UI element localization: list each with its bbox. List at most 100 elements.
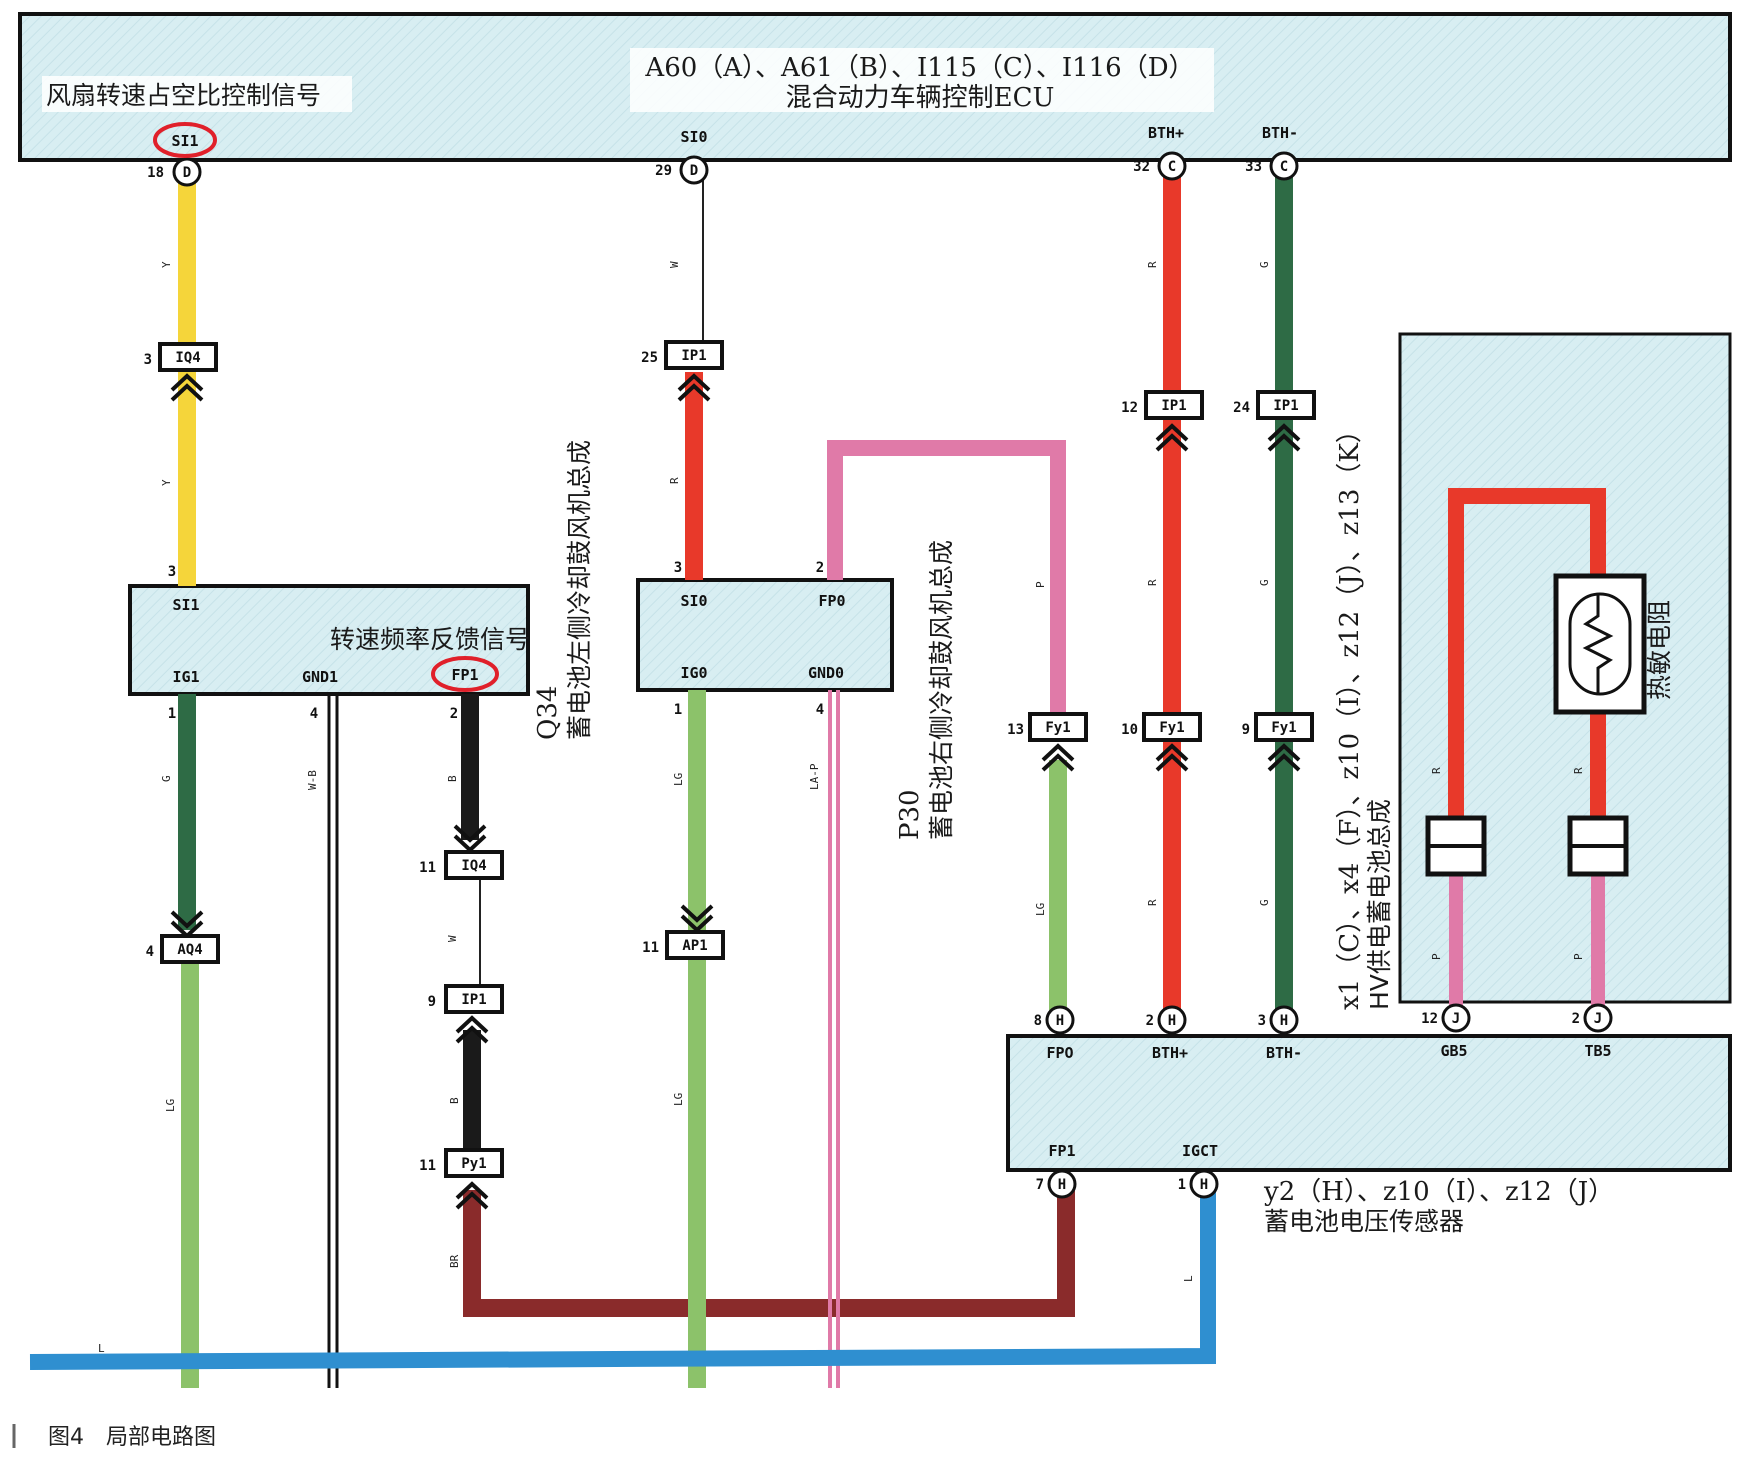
svg-text:IP1: IP1 <box>1161 398 1186 414</box>
pin-circle-ecu-si1 <box>172 157 202 187</box>
svg-text:BTH+: BTH+ <box>1152 1044 1188 1062</box>
svg-text:Y: Y <box>160 479 173 486</box>
svg-text:FPO: FPO <box>1046 1044 1073 1062</box>
svg-text:IQ4: IQ4 <box>461 858 486 874</box>
svg-text:1: 1 <box>168 706 176 722</box>
svg-text:L: L <box>1182 1275 1195 1282</box>
highlight-fp1 <box>431 656 499 692</box>
svg-text:P: P <box>1430 953 1443 960</box>
svg-text:GND0: GND0 <box>808 664 844 682</box>
figure-caption: 图4 局部电路图 <box>48 1425 216 1450</box>
svg-text:H: H <box>1168 1013 1176 1029</box>
svg-text:W: W <box>668 261 681 268</box>
pin-circle-ecu-bthp <box>1157 151 1187 181</box>
ecu-pinnum-bthp: 32 <box>1133 159 1150 175</box>
svg-text:4: 4 <box>146 944 154 960</box>
connector-fy1-fp0 <box>1028 712 1088 772</box>
wire-fp0-pink <box>827 440 1066 712</box>
svg-text:LG: LG <box>672 1093 685 1106</box>
svg-text:G: G <box>1258 579 1271 586</box>
svg-text:4: 4 <box>310 706 318 722</box>
ecu-pin-bthm: BTH- <box>1262 124 1298 142</box>
svg-text:2: 2 <box>1146 1013 1154 1029</box>
svg-text:3: 3 <box>144 352 152 368</box>
wire-br-brown <box>463 1186 1075 1317</box>
svg-text:IQ4: IQ4 <box>175 350 200 366</box>
svg-text:Y: Y <box>160 261 173 268</box>
pin-circle-ecu-si0 <box>679 155 709 185</box>
svg-text:3: 3 <box>168 564 176 580</box>
connector-ip1-fp1 <box>444 984 504 1044</box>
svg-text:SI1: SI1 <box>172 596 199 614</box>
svg-text:G: G <box>160 775 173 782</box>
svg-text:FP1: FP1 <box>1048 1142 1075 1160</box>
ecu-pin-si1: SI1 <box>171 132 198 150</box>
connector-ip1-si0 <box>664 340 724 402</box>
svg-text:R: R <box>1146 899 1159 906</box>
svg-text:12: 12 <box>1121 400 1138 416</box>
connector-fy1-bthp <box>1142 712 1202 772</box>
sensor-box <box>1006 1034 1732 1172</box>
svg-text:J: J <box>1452 1011 1460 1027</box>
svg-text:SI0: SI0 <box>680 592 707 610</box>
svg-text:蓄电池右侧冷却鼓风机总成: 蓄电池右侧冷却鼓风机总成 <box>927 540 956 840</box>
wire-therm-red-loop <box>1448 488 1606 836</box>
svg-text:R: R <box>1146 261 1159 268</box>
wire-l-blue <box>29 1192 1216 1370</box>
svg-text:HV供电蓄电池总成: HV供电蓄电池总成 <box>1365 799 1394 1010</box>
pin-circle-sensor-gb5 <box>1441 1003 1471 1033</box>
svg-text:3: 3 <box>674 560 682 576</box>
svg-text:G: G <box>1258 899 1271 906</box>
ecu-pinnum-si0: 29 <box>655 163 672 179</box>
svg-text:P: P <box>1572 953 1585 960</box>
hv-battery-title: x1（C）、x4（F）、z10（I）、z12（J）、z13（K） HV供电蓄电池… <box>1335 417 1394 1010</box>
svg-text:J: J <box>1594 1011 1602 1027</box>
svg-text:D: D <box>183 165 191 181</box>
svg-text:LA-P: LA-P <box>808 763 821 790</box>
svg-text:D: D <box>690 163 698 179</box>
svg-text:GB5: GB5 <box>1440 1042 1467 1060</box>
battery-plug-tb5 <box>1567 815 1629 877</box>
svg-text:9: 9 <box>428 994 436 1010</box>
svg-text:7: 7 <box>1036 1177 1044 1193</box>
wires <box>29 176 1606 1388</box>
pin-circle-ecu-bthm <box>1269 151 1299 181</box>
svg-text:12: 12 <box>1421 1011 1438 1027</box>
ecu-title-line2: 混合动力车辆控制ECU <box>786 83 1055 113</box>
svg-text:TB5: TB5 <box>1584 1042 1611 1060</box>
q34-blower-box <box>128 584 530 696</box>
battery-plug-gb5 <box>1425 815 1487 877</box>
connector-fy1-bthm <box>1254 712 1314 772</box>
svg-text:H: H <box>1200 1177 1208 1193</box>
svg-text:3: 3 <box>1258 1013 1266 1029</box>
wire-color-labels: Y Y G LG W-B B W B BR W R LG LG LA-P P L… <box>98 261 1585 1355</box>
svg-text:GND1: GND1 <box>302 668 338 686</box>
pin-circles <box>172 151 1613 1199</box>
connector-aq4 <box>160 910 220 964</box>
p30-blower-box <box>636 578 894 692</box>
svg-text:13: 13 <box>1007 722 1024 738</box>
sensor-labels: FPO BTH+ BTH- GB5 TB5 FP1 IGCT 8 2 3 12 … <box>1034 1011 1612 1193</box>
svg-text:Fy1: Fy1 <box>1271 720 1296 736</box>
svg-text:9: 9 <box>1242 722 1250 738</box>
pin-circle-sensor-fp1 <box>1047 1169 1077 1199</box>
connector-iq4-fp1 <box>444 824 504 880</box>
svg-text:H: H <box>1058 1177 1066 1193</box>
svg-text:2: 2 <box>816 560 824 576</box>
svg-text:B: B <box>446 775 459 782</box>
svg-text:FP1: FP1 <box>451 666 478 684</box>
svg-text:IG1: IG1 <box>172 668 199 686</box>
svg-text:P30: P30 <box>895 789 925 840</box>
svg-text:LG: LG <box>672 773 685 786</box>
pin-circle-sensor-tb5 <box>1583 1003 1613 1033</box>
svg-text:Q34: Q34 <box>533 686 563 740</box>
connector-ap1 <box>665 904 725 960</box>
svg-text:Fy1: Fy1 <box>1159 720 1184 736</box>
svg-text:2: 2 <box>450 706 458 722</box>
ecu-pin-si0: SI0 <box>680 128 707 146</box>
svg-text:11: 11 <box>419 860 436 876</box>
connector-labels: IQ4 3 IP1 25 IP1 12 IP1 24 AQ4 4 IQ4 11 … <box>144 348 1299 1174</box>
svg-text:AQ4: AQ4 <box>177 942 202 958</box>
ecu-panel <box>18 12 1732 162</box>
svg-text:IP1: IP1 <box>681 348 706 364</box>
